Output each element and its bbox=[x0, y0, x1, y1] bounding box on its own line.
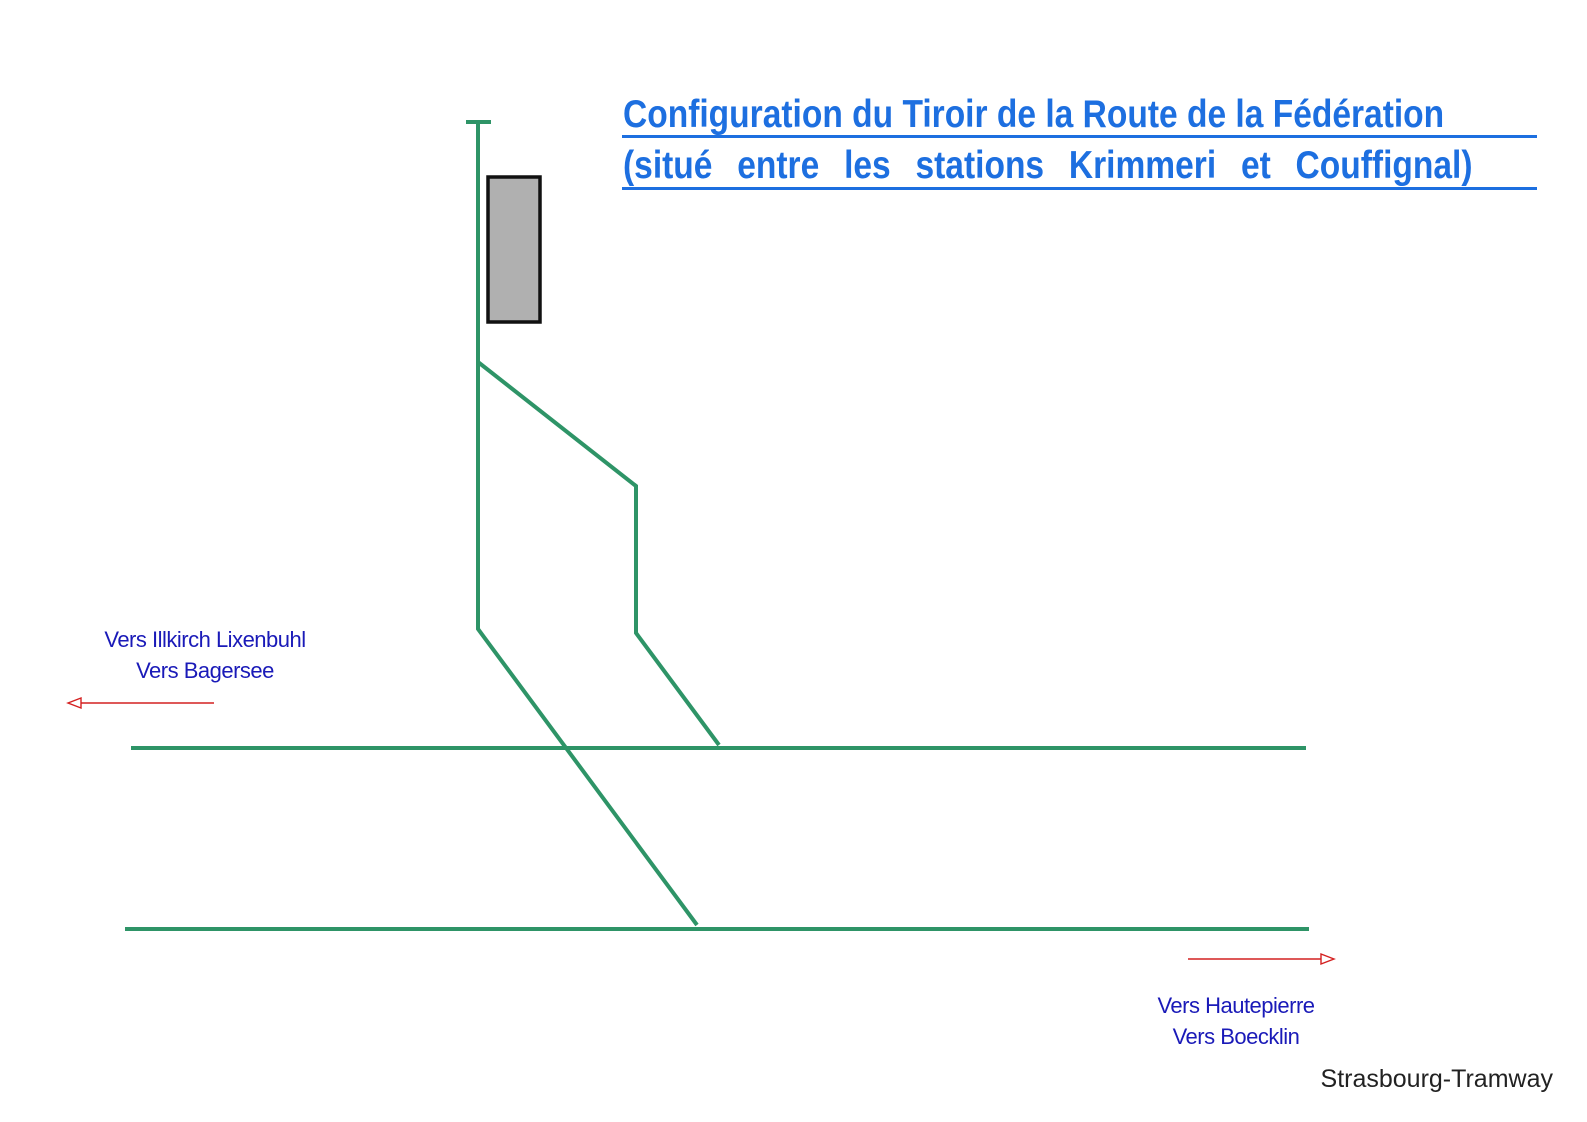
west-direction-label: Vers Illkirch Lixenbuhl Vers Bagersee bbox=[60, 624, 350, 686]
siding-stub-track bbox=[476, 122, 699, 927]
east-direction-line-2: Vers Boecklin bbox=[1172, 1024, 1300, 1049]
diagram-title-line-2: (situé entre les stations Krimmeri et Co… bbox=[623, 144, 1473, 187]
credit-text: Strasbourg-Tramway bbox=[1320, 1065, 1553, 1093]
west-direction-line-2: Vers Bagersee bbox=[136, 658, 274, 683]
siding-branch-track bbox=[476, 360, 721, 747]
title-underline-1 bbox=[622, 135, 1537, 138]
title-underline-2 bbox=[622, 187, 1537, 190]
parked-tram bbox=[486, 175, 542, 324]
arrow-west-icon bbox=[66, 696, 214, 710]
diagram-title-line-1: Configuration du Tiroir de la Route de l… bbox=[623, 93, 1445, 136]
west-direction-line-1: Vers Illkirch Lixenbuhl bbox=[104, 627, 306, 652]
east-direction-label: Vers Hautepierre Vers Boecklin bbox=[1101, 990, 1371, 1052]
arrow-east-icon bbox=[1188, 952, 1336, 966]
east-direction-line-1: Vers Hautepierre bbox=[1157, 993, 1315, 1018]
